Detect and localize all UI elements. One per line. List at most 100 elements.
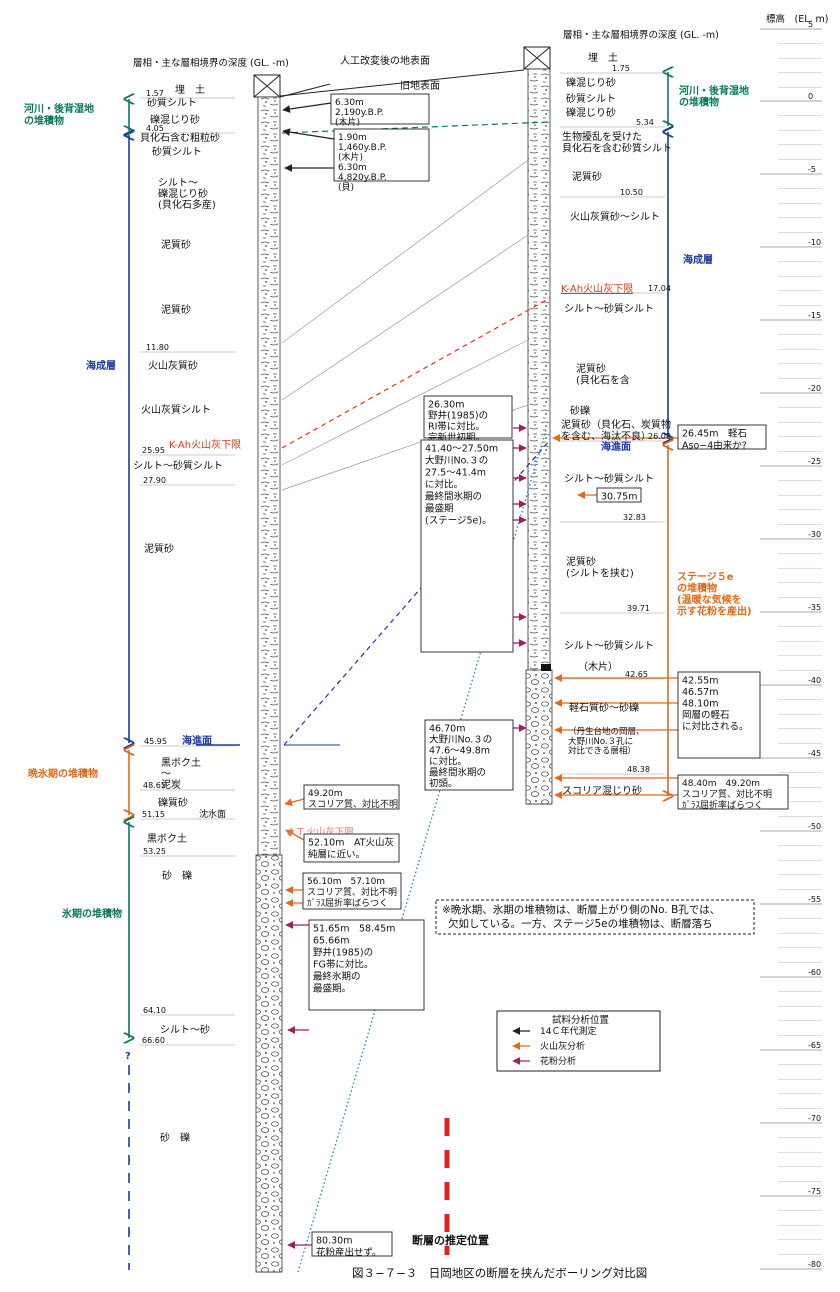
elevation-tick-label: 0 — [808, 92, 813, 101]
right-layer-label: 軽石質砂〜砂礫 — [569, 701, 639, 714]
right-depth-label: 42.65 — [625, 670, 648, 679]
right-depth-label: 48.38 — [627, 765, 650, 774]
right-transgression-label: 海進面 — [601, 440, 631, 453]
right-unit-label: 河川・後背湿地の堆積物 — [679, 84, 749, 109]
left-unit-label: 海成層 — [86, 359, 116, 372]
left-layer-label: 砂質シルト — [152, 145, 202, 158]
left-layer-label: 埋 土 — [175, 83, 205, 96]
left-depth-label: 11.80 — [146, 343, 169, 352]
right-layer-label: 砂質シルト — [566, 92, 616, 105]
unit-labels: 河川・後背湿地の堆積物海成層晩氷期の堆積物氷期の堆積物?河川・後背湿地の堆積物海… — [24, 84, 752, 1062]
elevation-tick-label: -80 — [808, 1260, 821, 1269]
right-layer-label: 泥質砂 — [572, 170, 602, 183]
left-depth-label: 66.60 — [142, 1036, 165, 1045]
elevation-tick-label: -35 — [808, 603, 821, 612]
left-fill-cross — [253, 74, 281, 98]
note-box: ※晩氷期、氷期の堆積物は、断層上がり側のNo. B孔では、欠如している。一方、ス… — [435, 899, 755, 935]
right-kah-label: K-Ah火山灰下限 — [561, 282, 633, 295]
left-layer-label: 泥質砂 — [161, 303, 191, 316]
legend-item-label: 花粉分析 — [540, 1055, 576, 1067]
right-layer-label: シルト〜砂質シルト — [564, 472, 654, 485]
annotation-right-2-text: 30.75m — [601, 492, 637, 503]
right-layer-labels: 埋 土礫混じり砂砂質シルト礫混じり砂生物擾乱を受けた貝化石を含む砂質シルト泥質砂… — [561, 51, 672, 797]
elevation-tick-label: -45 — [808, 749, 821, 758]
kah-correlation — [281, 297, 551, 449]
surface-line — [279, 69, 525, 97]
right-layer-label: 礫混じり砂 — [566, 76, 616, 89]
right-fill-cross — [523, 46, 551, 70]
right-layer-label: 礫混じり砂 — [566, 106, 616, 119]
elevation-tick-label: -65 — [808, 1041, 821, 1050]
header-left: 層相・主な層相境界の深度 (GL. -m) — [133, 57, 289, 69]
elevation-tick-label: -50 — [808, 822, 821, 831]
elevation-header: 標高 (EL. m) — [766, 13, 829, 25]
left-depth-labels: 1.574.0511.8025.9527.9045.9548.6551.1553… — [140, 89, 235, 1046]
left-layer-label: シルト〜礫混じり砂(貝化石多産) — [158, 178, 216, 211]
right-depth-label: 39.71 — [627, 604, 650, 613]
right-layer-label: 泥質砂(貝化石を含 — [576, 362, 630, 387]
left-layer-label: 火山灰質シルト — [141, 403, 211, 416]
old-surface-line — [279, 83, 331, 98]
elevation-tick-label: -60 — [808, 968, 821, 977]
left-layer-label: 貝化石含む粗粒砂 — [140, 131, 220, 144]
fault-label: 断層の推定位置 — [412, 1233, 489, 1247]
left-unit-label: ? — [125, 1051, 131, 1062]
right-depth-label: 10.50 — [620, 188, 643, 197]
elevation-axis: 50-5-10-15-20-25-30-35-40-45-50-55-60-65… — [760, 20, 822, 1270]
unit-brackets — [129, 72, 668, 1270]
right-depth-label: 1.75 — [612, 64, 630, 73]
right-layer-label: シルト〜砂質シルト — [564, 302, 654, 315]
right-boring-gravel — [525, 669, 553, 805]
elevation-tick-label: -55 — [808, 895, 821, 904]
right-layer-label: （丹生台地の岡層、大野川No.３孔に対比できる層相） — [568, 726, 645, 757]
legend-title: 試料分析位置 — [552, 1014, 609, 1026]
right-layer-label: （木片） — [578, 660, 618, 673]
right-layer-label: スコリア混じり砂 — [562, 784, 642, 797]
correlation-lines — [196, 69, 551, 1273]
left-layer-label: 砂 礫 — [160, 1131, 190, 1144]
right-depth-label: 17.04 — [648, 284, 671, 293]
left-depth-label: 1.57 — [146, 89, 164, 98]
correlation-1 — [281, 159, 529, 344]
right-depth-label: 32.83 — [623, 513, 646, 522]
left-unit-label: 河川・後背湿地の堆積物 — [24, 102, 94, 127]
sample-arrows — [282, 102, 678, 1249]
figure-caption: 図３−７−３ 日岡地区の断層を挟んだボーリング対比図 — [352, 1266, 647, 1280]
left-depth-label: 4.05 — [146, 124, 164, 133]
right-layer-label: シルト〜砂質シルト — [564, 639, 654, 652]
left-depth-label: 64.10 — [143, 1006, 166, 1015]
left-depth-label: 45.95 — [144, 737, 167, 746]
right-layer-label: 泥質砂(シルトを挟む) — [566, 555, 634, 580]
right-layer-label: 火山灰質砂〜シルト — [570, 210, 660, 223]
right-layer-label: 泥質砂（貝化石、炭質物を含む、海汰不良） — [561, 418, 671, 443]
elevation-tick-label: -75 — [808, 1187, 821, 1196]
correlation-3 — [281, 339, 529, 466]
left-transgression-label: 海進面 — [182, 734, 212, 747]
right-unit-label: 海成層 — [683, 253, 713, 266]
right-layer-label: 砂礫 — [570, 404, 590, 417]
annotation-right-2: 30.75m — [596, 487, 642, 503]
carbon-arrow — [282, 128, 335, 140]
note-text: ※晩氷期、氷期の堆積物は、断層上がり側のNo. B孔では、欠如している。一方、ス… — [442, 903, 720, 930]
left-layer-label: 礫混じり砂 — [150, 113, 200, 126]
elevation-tick-label: -5 — [808, 165, 816, 174]
left-kah-label: K-Ah火山灰下限 — [169, 438, 241, 451]
left-layer-label: 火山灰質砂 — [148, 359, 198, 372]
